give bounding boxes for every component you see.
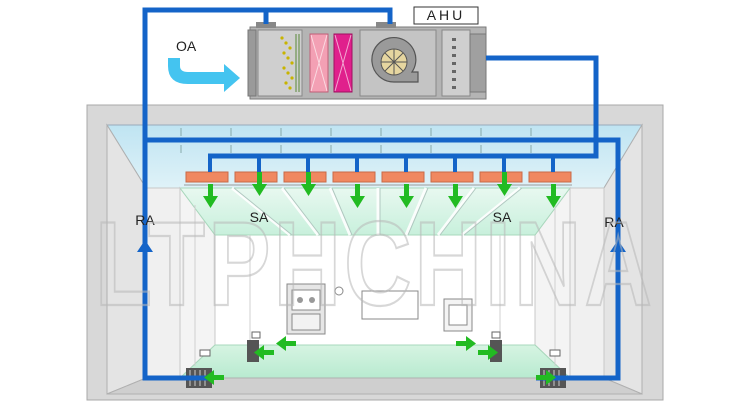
heating-coil-cross: [310, 34, 328, 92]
return-arrow: [276, 336, 296, 351]
interlock-door: [443, 298, 473, 332]
ahu-label-box: [413, 6, 479, 25]
observation-window: [361, 290, 419, 320]
cooling-coil-cross: [334, 34, 352, 92]
wall-clock: [334, 286, 344, 296]
hepa-filter-row: [185, 171, 572, 183]
hepa-filter: [234, 171, 278, 183]
outside-air-arrow: [168, 58, 240, 92]
supply-air-duct: [208, 55, 599, 159]
supply-arrow: [203, 184, 218, 208]
supply-arrow: [252, 172, 267, 196]
hepa-filter: [528, 171, 572, 183]
ahu-end-panel: [247, 29, 257, 97]
supply-arrow: [448, 184, 463, 208]
ra-label-left: RA: [135, 212, 155, 228]
hepa-filter: [332, 171, 376, 183]
supply-arrow: [546, 184, 561, 208]
sa-label-left: SA: [250, 209, 269, 225]
watermark: LTPHCHINA: [95, 197, 655, 331]
ahu-intake-section: [257, 29, 303, 97]
ahu-top-flange-left: [256, 22, 276, 28]
hepa-filter: [479, 171, 523, 183]
oa-label: OA: [176, 38, 197, 54]
ahu-unit: [247, 22, 487, 100]
hepa-filter: [381, 171, 425, 183]
right-chase: [569, 187, 605, 379]
pass-box: [286, 283, 326, 335]
hepa-filter: [283, 171, 327, 183]
sa-label-right: SA: [493, 209, 512, 225]
wall-panel-lines: [194, 205, 556, 366]
supply-drops: [208, 156, 555, 172]
ahu-label: AHU: [427, 7, 466, 23]
return-arrow-left: [137, 240, 153, 252]
ra-label-right: RA: [604, 214, 624, 230]
hepa-section-dots: [452, 38, 456, 89]
supply-arrow: [350, 184, 365, 208]
prefilter-icon: [280, 36, 294, 90]
hepa-filter: [185, 171, 229, 183]
return-arrow: [204, 370, 224, 385]
supply-arrow: [301, 172, 316, 196]
fan-icon: [371, 37, 419, 83]
ahu-outlet-cap: [469, 33, 487, 93]
return-arrow: [456, 336, 476, 351]
plenum-ticks: [180, 128, 532, 153]
return-arrow: [254, 345, 274, 360]
return-arrow-right: [610, 240, 626, 252]
supply-arrows: [203, 172, 561, 208]
ahu-top-flange-right: [376, 22, 396, 28]
prefilter-lines: [295, 34, 300, 92]
return-arrow: [478, 345, 498, 360]
hepa-filter: [430, 171, 474, 183]
room-floor: [178, 344, 572, 379]
return-flow-arrows: [204, 336, 556, 385]
return-arrow: [536, 370, 556, 385]
return-air-duct: [142, 7, 621, 381]
ceiling-grid-shadow: [233, 187, 523, 236]
ceiling-grid: [231, 186, 521, 237]
supply-arrow: [497, 172, 512, 196]
supply-arrow: [399, 184, 414, 208]
